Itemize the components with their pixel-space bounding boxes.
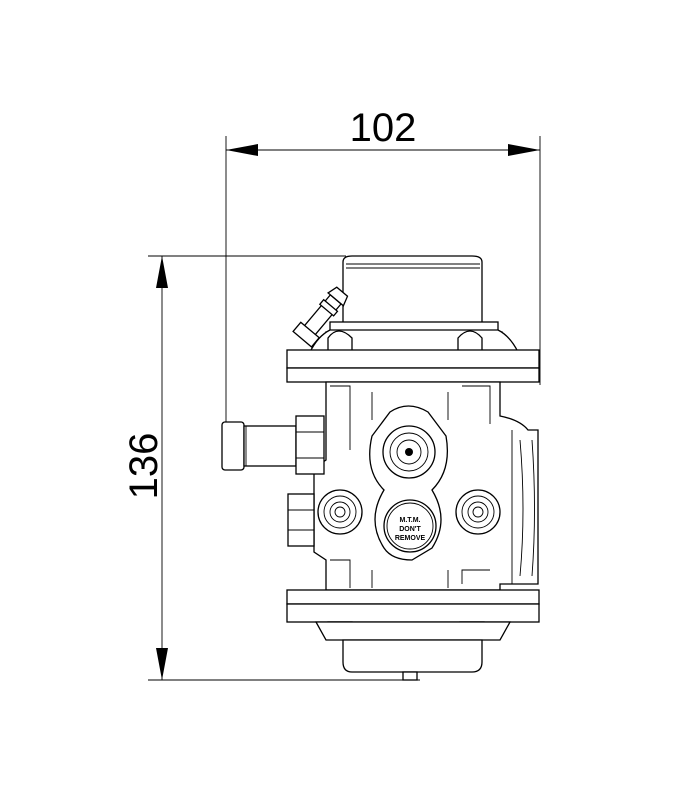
side-nut [287, 493, 315, 547]
height-dimension: 136 [122, 255, 420, 681]
inlet-fitting [221, 415, 325, 475]
width-dimension: 102 [225, 106, 541, 440]
height-label: 136 [122, 433, 166, 500]
stamp-line-2: DON'T [399, 526, 421, 533]
top-bolts [327, 330, 483, 353]
height-arrow-bottom [156, 648, 168, 680]
stamped-plug: M.T.M. DON'T REMOVE [383, 499, 437, 553]
width-label: 102 [350, 106, 417, 150]
top-flange-lower [286, 367, 540, 383]
bottom-cap [342, 639, 483, 673]
regulator-part: M.T.M. DON'T REMOVE [221, 255, 540, 681]
bottom-neck [314, 621, 512, 641]
bottom-flange [286, 589, 540, 605]
left-port [317, 489, 363, 535]
vacuum-nozzle [292, 286, 349, 348]
height-arrow-top [156, 256, 168, 288]
upper-port [382, 425, 436, 479]
top-flange [286, 349, 540, 369]
bottom-flange-lower [286, 603, 540, 623]
right-port [455, 489, 501, 535]
width-arrow-right [508, 144, 540, 156]
stamp-line-1: M.T.M. [400, 517, 421, 524]
stamp-line-3: REMOVE [395, 535, 426, 542]
drain-screw [402, 671, 418, 681]
width-arrow-left [226, 144, 258, 156]
